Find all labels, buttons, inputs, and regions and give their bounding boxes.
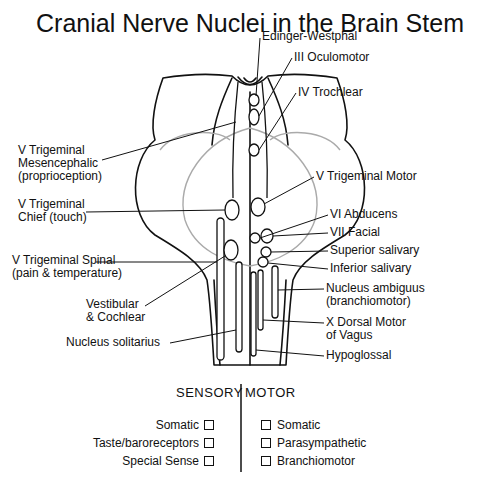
legend-text: Parasympathetic: [277, 436, 366, 450]
legend-text: Taste/baroreceptors: [93, 436, 199, 450]
nucleus-solitarius: [236, 262, 242, 352]
motor-label: V Trigeminal Motor: [316, 170, 466, 183]
sensory-label: V Trigeminal Chief (touch): [18, 198, 92, 224]
chief-sensory-nucleus: [225, 200, 239, 220]
motor-label: Inferior salivary: [330, 262, 470, 275]
hypoglossal-nucleus: [251, 272, 256, 356]
legend-checkbox: [261, 420, 271, 430]
leader-line: [256, 350, 324, 356]
leader-line: [268, 263, 328, 269]
legend-item: Somatic: [261, 417, 461, 433]
vestibular-nucleus: [224, 240, 238, 260]
leader-line: [102, 122, 236, 160]
legend-item: Special Sense: [40, 453, 214, 469]
legend-text: Special Sense: [122, 454, 199, 468]
leader-line: [273, 233, 328, 236]
leader-line: [271, 251, 328, 252]
legend-checkbox: [204, 456, 214, 466]
leader-line: [256, 38, 260, 96]
leader-line: [170, 330, 236, 343]
nucleus-ambiguus: [272, 266, 278, 318]
leader-line: [260, 215, 328, 238]
motor-label: VI Abducens: [330, 208, 460, 221]
sensory-label: Nucleus solitarius: [66, 336, 176, 349]
abducens-nucleus: [250, 233, 260, 243]
legend-checkbox: [261, 438, 271, 448]
sensory-label: V Trigeminal Spinal (pain & temperature): [12, 254, 132, 280]
dorsal-vagal-nucleus: [258, 270, 263, 330]
third-ventricle: [238, 77, 262, 85]
legend-item: Branchiomotor: [261, 453, 461, 469]
motor-label: Superior salivary: [330, 244, 470, 257]
midbrain-contour: [212, 78, 288, 145]
trochlear-nucleus: [249, 144, 259, 156]
leader-line: [264, 177, 314, 204]
legend-text: Somatic: [277, 418, 320, 432]
motor-label: Edinger-Westphal: [262, 30, 392, 43]
mesencephalic-nucleus: [233, 82, 268, 198]
motor-label: III Oculomotor: [294, 51, 424, 64]
edinger-westphal-nucleus: [249, 94, 259, 106]
motor-label: IV Trochlear: [298, 86, 428, 99]
legend-checkbox: [204, 438, 214, 448]
leader-line: [278, 289, 324, 290]
legend-heading: MOTOR: [245, 386, 307, 399]
legend-checkbox: [204, 420, 214, 430]
motor-label: Hypoglossal: [326, 349, 456, 362]
legend-item: Somatic: [40, 417, 214, 433]
oculomotor-nucleus: [249, 109, 259, 125]
legend-text: Branchiomotor: [277, 454, 355, 468]
legend-item: Parasympathetic: [261, 435, 461, 451]
superior-salivary-nucleus: [261, 247, 271, 257]
inferior-salivary-nucleus: [258, 257, 268, 267]
sensory-label: Vestibular & Cochlear: [86, 298, 146, 324]
legend-item: Taste/baroreceptors: [40, 435, 214, 451]
sensory-label: V Trigeminal Mesencephalic (propriocepti…: [18, 144, 118, 183]
leader-line: [263, 320, 324, 323]
leader-line: [86, 210, 225, 212]
leader-line: [259, 93, 296, 150]
motor-label: VII Facial: [330, 226, 460, 239]
diagram-title: Cranial Nerve Nuclei in the Brain Stem: [0, 8, 500, 38]
motor-label: X Dorsal Motor of Vagus: [326, 316, 418, 342]
cerebellar-peduncle-outline: [183, 128, 317, 266]
legend-text: Somatic: [156, 418, 199, 432]
spinal-trigeminal-nucleus: [217, 218, 224, 360]
trigeminal-motor-nucleus: [251, 198, 265, 216]
leader-line: [145, 256, 225, 306]
legend-divider: [240, 384, 242, 472]
legend-checkbox: [261, 456, 271, 466]
motor-label: Nucleus ambiguus (branchiomotor): [326, 282, 431, 308]
legend-heading: SENSORY: [176, 386, 238, 399]
